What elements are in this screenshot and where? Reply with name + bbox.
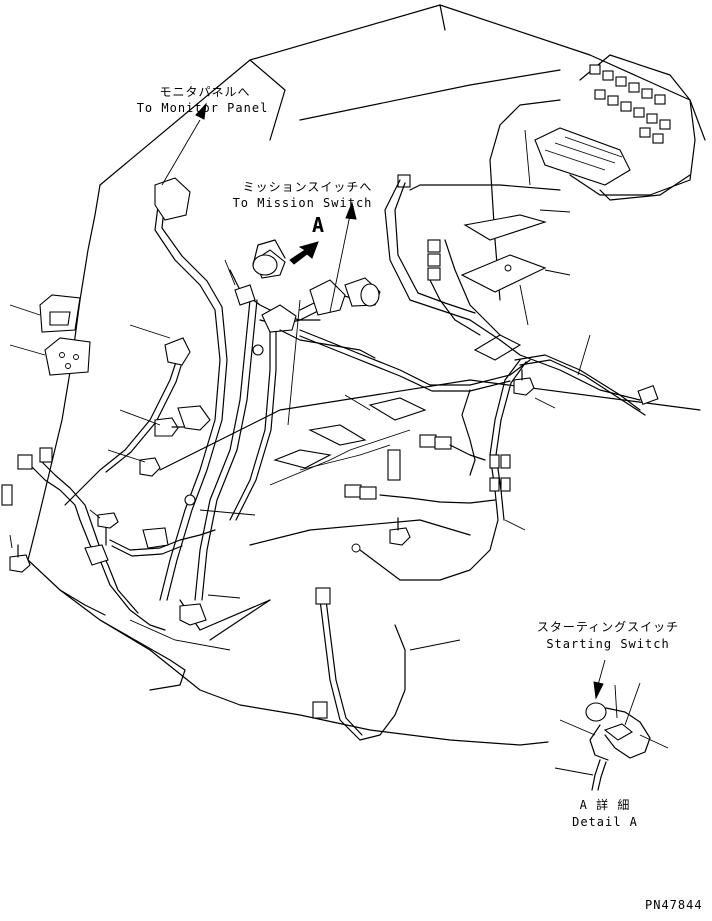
starting-switch-label-jp: スターティングスイッチ <box>536 620 680 634</box>
mission-switch-label-en: To Mission Switch <box>232 196 373 210</box>
leader-lines <box>9 102 591 651</box>
view-arrow-label: A <box>312 213 325 237</box>
wire-harness <box>1 177 659 741</box>
detail-a-label-jp: A 詳 細 <box>579 798 631 812</box>
part-number: PN47844 <box>645 898 703 912</box>
frame-outline <box>27 4 706 746</box>
monitor-panel-label-en: To Monitor Panel <box>136 101 269 115</box>
lower-deck <box>129 379 701 651</box>
mission-switch <box>252 239 319 276</box>
starting-switch-label-en: Starting Switch <box>546 637 670 651</box>
mission-switch-label-jp: ミッションスイッチへ <box>242 180 373 194</box>
controller-connectors <box>489 54 696 301</box>
monitor-panel-label-jp: モニタパネルへ <box>159 85 251 99</box>
detail-a-label-en: Detail A <box>572 815 638 829</box>
left-plates <box>39 294 91 376</box>
detail-a-starting-switch <box>554 659 669 791</box>
hardware-bolts <box>9 344 535 626</box>
mount-brackets <box>397 174 547 361</box>
